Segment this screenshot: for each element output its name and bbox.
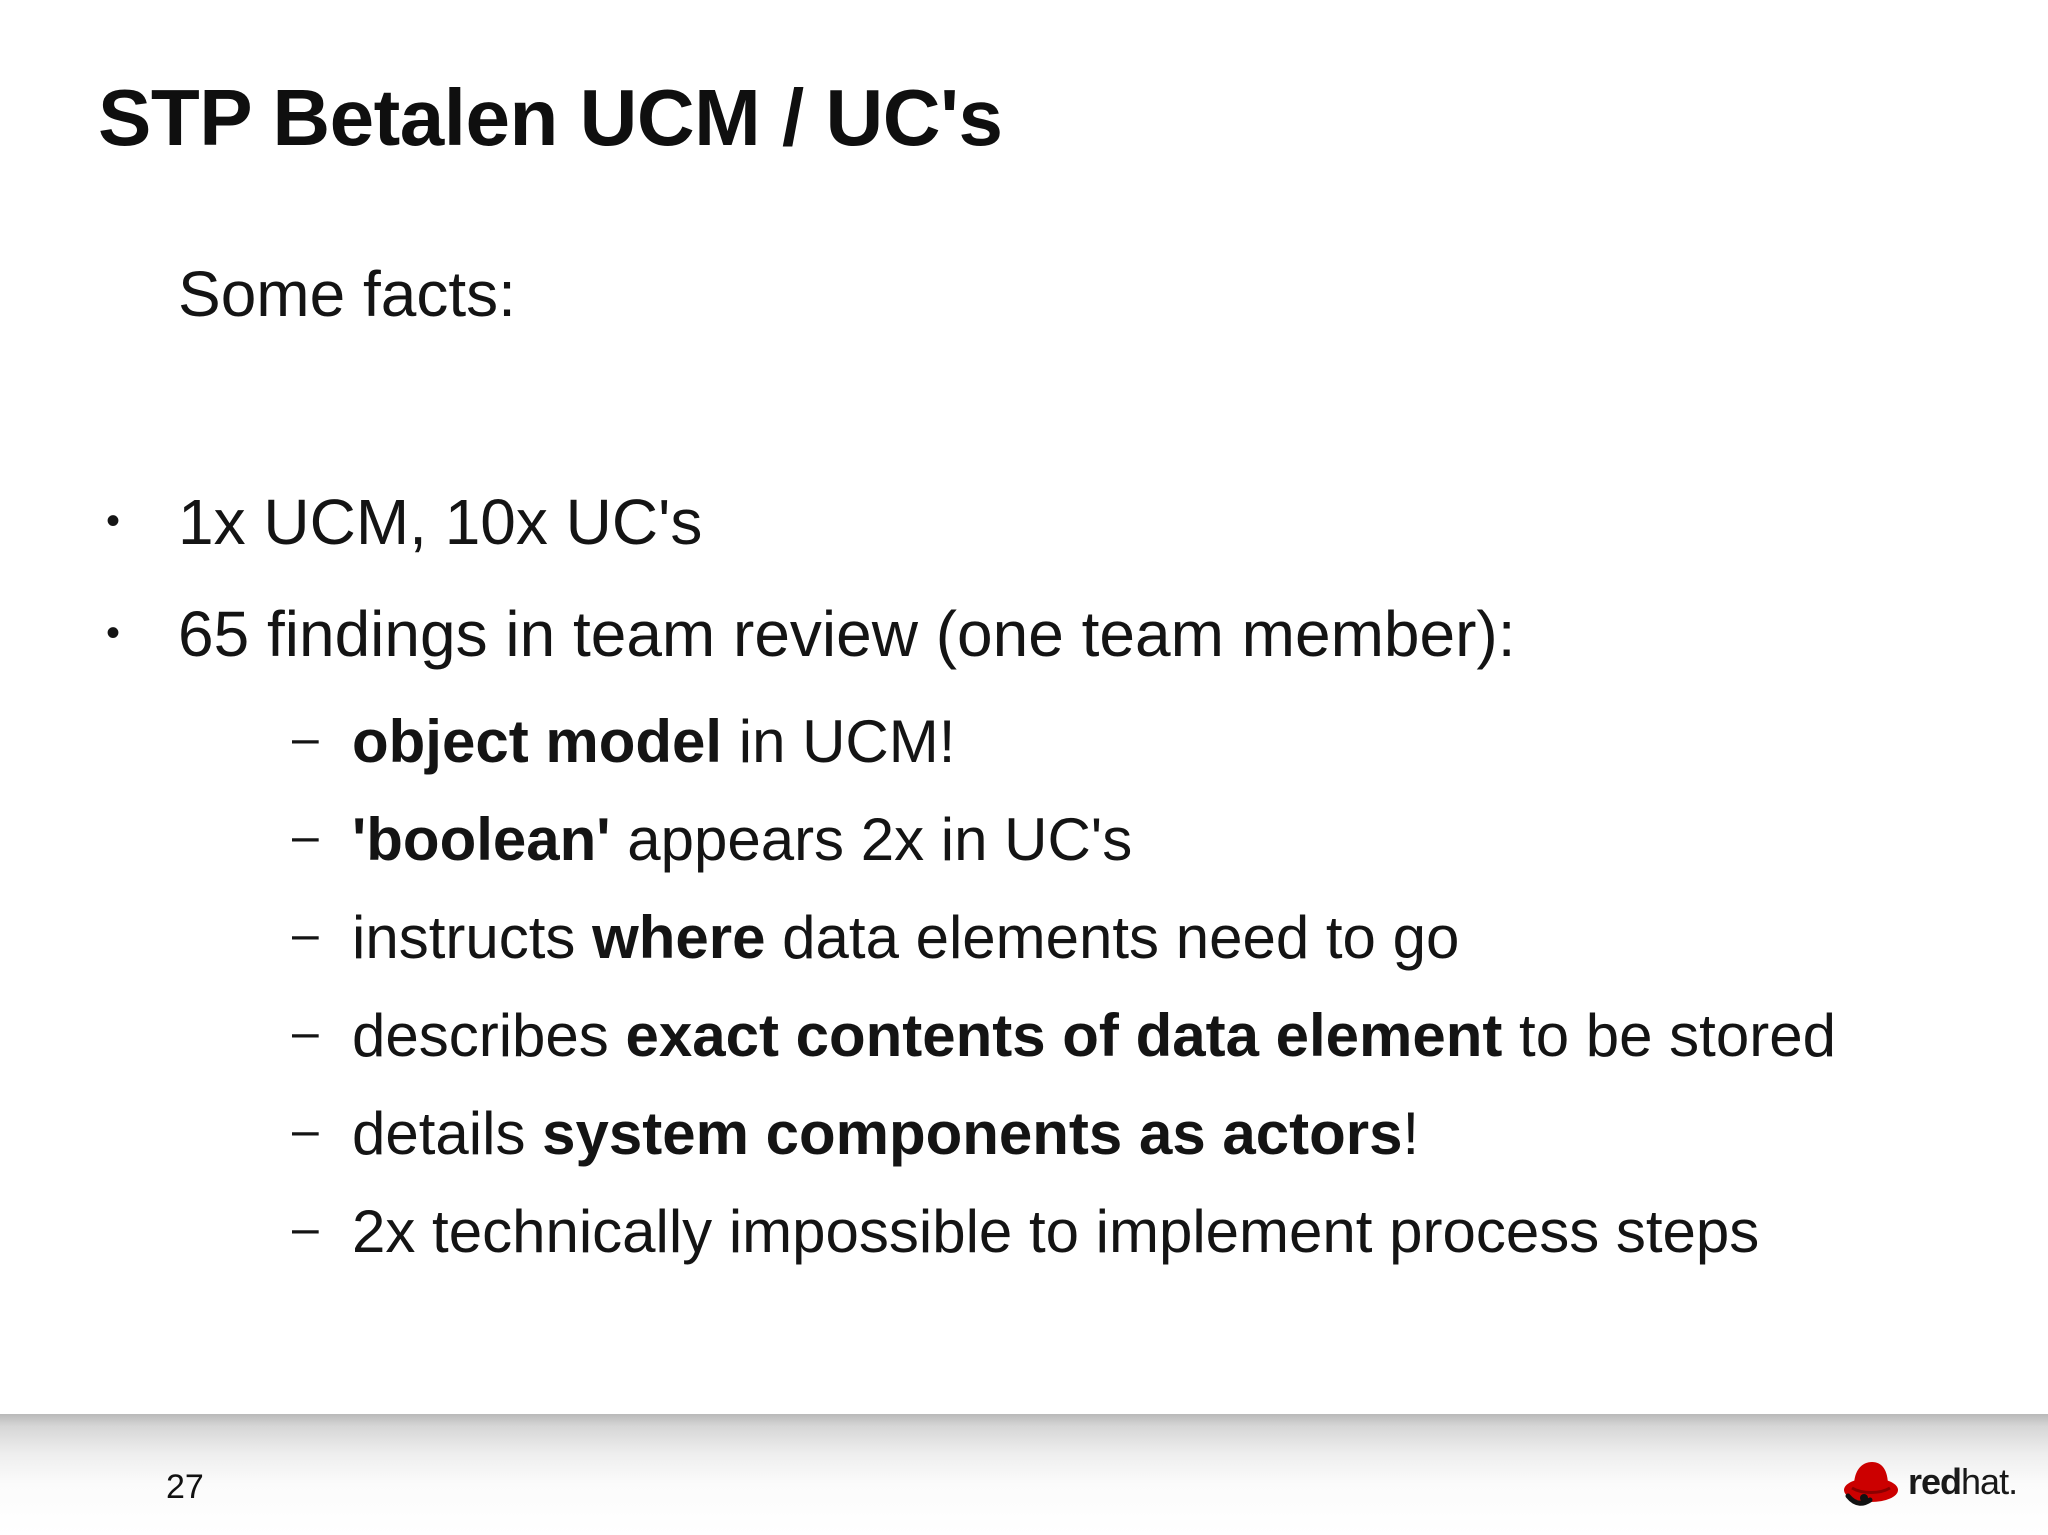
sub-text-bold: exact contents of data element [625,1002,1503,1069]
footer-band [0,1414,2048,1535]
dash-marker: – [292,1202,319,1255]
sub-text-post: appears 2x in UC's [610,806,1133,873]
logo-word-hat: hat. [1961,1461,2018,1502]
bullet-text: 65 findings in team review (one team mem… [178,598,1516,670]
logo-word-red: red [1908,1461,1962,1502]
sub-text-pre: 2x technically impossible to implement p… [352,1198,1760,1265]
intro-text: Some facts: [178,258,516,330]
sub-text-pre: instructs [352,904,593,971]
red-hat-shadowman-icon [1844,1462,1898,1506]
dash-marker: – [292,712,319,765]
bullet-item: •1x UCM, 10x UC's [106,490,702,554]
page-number: 27 [166,1468,204,1506]
sub-text-post: data elements need to go [765,904,1460,971]
sub-text-post: in UCM! [722,708,956,775]
sub-text-post: ! [1402,1100,1420,1167]
sub-text-bold: where [592,904,766,971]
bullet-marker: • [106,499,121,543]
sub-bullet-item: –object model in UCM! [292,712,955,772]
dash-marker: – [292,810,319,863]
sub-bullet-item: –'boolean' appears 2x in UC's [292,810,1132,870]
bullet-text: 1x UCM, 10x UC's [178,486,703,558]
sub-text-pre: details [352,1100,543,1167]
sub-text-bold: system components as actors [542,1100,1403,1167]
sub-text-post: to be stored [1502,1002,1836,1069]
logo-wordmark: redhat. [1908,1461,2018,1503]
bullet-marker: • [106,611,121,655]
redhat-logo: redhat. [1842,1452,2018,1512]
sub-bullet-item: –details system components as actors! [292,1104,1419,1164]
dash-marker: – [292,1006,319,1059]
sub-bullet-item: –describes exact contents of data elemen… [292,1006,1836,1066]
sub-bullet-item: –2x technically impossible to implement … [292,1202,1759,1262]
sub-text-bold: 'boolean' [352,806,611,873]
dash-marker: – [292,1104,319,1157]
sub-text-bold: object model [352,708,723,775]
slide-title: STP Betalen UCM / UC's [98,73,1003,162]
sub-bullet-item: –instructs where data elements need to g… [292,908,1459,968]
bullet-item: •65 findings in team review (one team me… [106,602,1515,666]
sub-text-pre: describes [352,1002,626,1069]
dash-marker: – [292,908,319,961]
